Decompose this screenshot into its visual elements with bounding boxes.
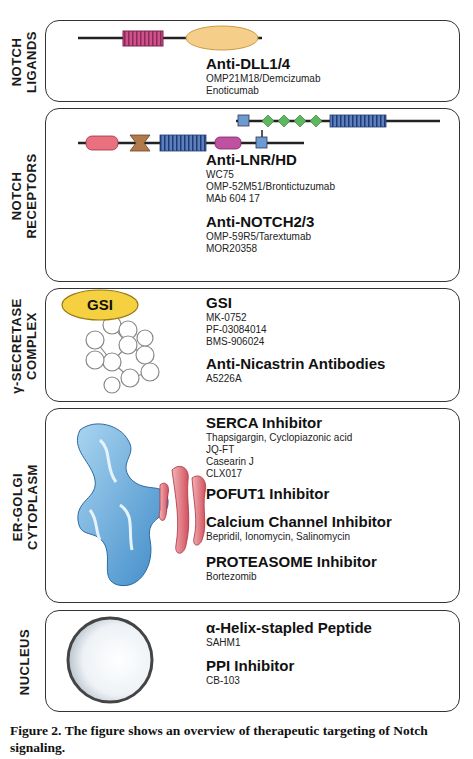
agent-name: CB-103 bbox=[206, 675, 240, 687]
agent-name: OMP-52M51/Brontictuzumab bbox=[206, 181, 335, 193]
gamma-secretase-drawing bbox=[62, 290, 159, 393]
er-golgi-drawing bbox=[77, 424, 205, 586]
target-heading: PROTEASOME Inhibitor bbox=[206, 553, 377, 571]
agent-name: CLX017 bbox=[206, 468, 242, 480]
agent-name: MOR20358 bbox=[206, 243, 257, 255]
target-heading: Anti-LNR/HD bbox=[206, 151, 297, 169]
agent-name: BMS-906024 bbox=[206, 336, 264, 348]
agent-name: SAHM1 bbox=[206, 637, 240, 649]
side-label: ER-GOLGI CYTOPLASM bbox=[7, 409, 41, 604]
side-label: NOTCH LIGANDS bbox=[7, 21, 41, 103]
target-heading: α-Helix-stapled Peptide bbox=[206, 619, 372, 637]
agent-name: OMP-59R5/Tarextumab bbox=[206, 231, 311, 243]
inhibitor-label: GSI bbox=[62, 296, 138, 314]
agent-name: MAb 604 17 bbox=[206, 193, 260, 205]
side-label-text: NUCLEUS bbox=[17, 629, 32, 695]
agent-name: Enoticumab bbox=[206, 85, 259, 97]
target-heading: Anti-NOTCH2/3 bbox=[206, 213, 314, 231]
agent-name: Thapsigargin, Cyclopiazonic acid bbox=[206, 432, 352, 444]
side-label-text: NOTCH LIGANDS bbox=[9, 23, 39, 101]
receptor-drawing bbox=[78, 115, 440, 151]
agent-name: Casearin J bbox=[206, 456, 254, 468]
target-heading: Anti-Nicastrin Antibodies bbox=[206, 355, 385, 373]
ligand-drawing bbox=[78, 26, 262, 50]
agent-name: WC75 bbox=[206, 169, 234, 181]
agent-name: JQ-FT bbox=[206, 444, 234, 456]
nucleus-drawing bbox=[68, 618, 152, 702]
pathway-panel: NUCLEUSα-Helix-stapled PeptideSAHM1PPI I… bbox=[45, 610, 460, 712]
target-heading: GSI bbox=[206, 294, 232, 312]
target-heading: Anti-DLL1/4 bbox=[206, 55, 290, 73]
agent-name: PF-03084014 bbox=[206, 324, 267, 336]
target-heading: POFUT1 Inhibitor bbox=[206, 485, 329, 503]
agent-name: Bortezomib bbox=[206, 571, 257, 583]
pathway-panel: NOTCH RECEPTORSAnti-LNR/HDWC75OMP-52M51/… bbox=[45, 108, 460, 282]
pathway-panel: NOTCH LIGANDSAnti-DLL1/4OMP21M18/Demcizu… bbox=[45, 20, 460, 102]
side-label-text: γ-SECRETASE COMPLEX bbox=[9, 294, 39, 398]
side-label: NUCLEUS bbox=[7, 611, 41, 713]
target-heading: SERCA Inhibitor bbox=[206, 414, 322, 432]
agent-name: OMP21M18/Demcizumab bbox=[206, 73, 320, 85]
side-label-text: NOTCH RECEPTORS bbox=[9, 144, 39, 248]
target-heading: PPI Inhibitor bbox=[206, 657, 294, 675]
side-label-text: ER-GOLGI CYTOPLASM bbox=[9, 459, 39, 555]
side-label: NOTCH RECEPTORS bbox=[7, 109, 41, 283]
figure-caption: Figure 2. The figure shows an overview o… bbox=[10, 722, 465, 756]
side-label: γ-SECRETASE COMPLEX bbox=[7, 289, 41, 403]
pathway-panel: ER-GOLGI CYTOPLASMSERCA InhibitorThapsig… bbox=[45, 408, 460, 603]
agent-name: Bepridil, Ionomycin, Salinomycin bbox=[206, 531, 350, 543]
target-heading: Calcium Channel Inhibitor bbox=[206, 513, 392, 531]
agent-name: MK-0752 bbox=[206, 312, 247, 324]
agent-name: A5226A bbox=[206, 373, 242, 385]
